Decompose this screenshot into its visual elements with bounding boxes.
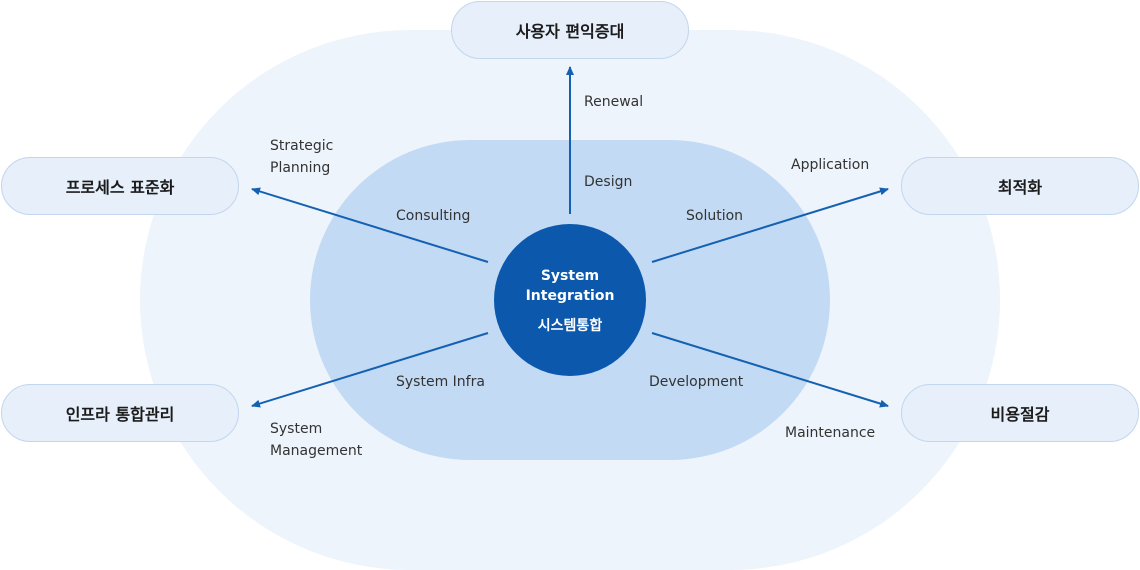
hub-korean-label: 시스템통합 [537, 318, 603, 334]
label-development: Development [649, 374, 744, 390]
outcome-left-lower: 인프라 통합관리 [1, 384, 239, 442]
label-consulting: Consulting [396, 208, 471, 224]
outcome-top: 사용자 편익증대 [451, 1, 689, 59]
arrow-left-upper [251, 187, 489, 263]
arrow-left-lower [251, 332, 489, 408]
label-application: Application [791, 157, 870, 173]
outcome-left-upper: 프로세스 표준화 [1, 157, 239, 215]
label-strategic-planning: Strategic Planning [270, 138, 334, 176]
hub-english-label: System Integration [525, 268, 615, 304]
label-design: Design [584, 174, 633, 190]
label-maintenance: Maintenance [785, 425, 876, 441]
label-system-management: System Management [270, 421, 363, 459]
label-solution: Solution [686, 208, 744, 224]
outcome-right-lower: 비용절감 [901, 384, 1139, 442]
hub-circle: System Integration 시스템통합 [494, 224, 646, 376]
label-renewal: Renewal [584, 94, 644, 110]
label-system-infra: System Infra [396, 374, 485, 390]
arrow-right-upper [651, 187, 889, 263]
arrow-right-lower [651, 332, 889, 408]
outcome-right-upper: 최적화 [901, 157, 1139, 215]
